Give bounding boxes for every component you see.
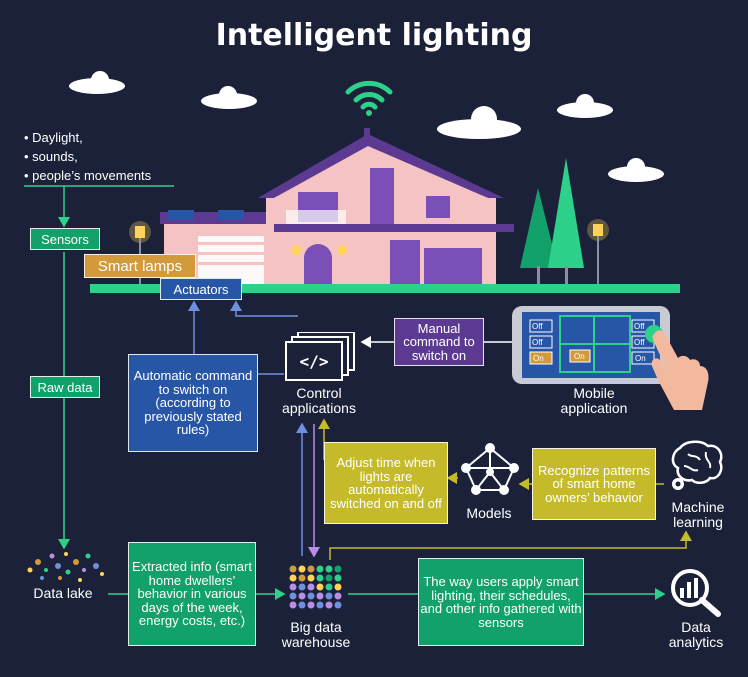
hand-icon <box>651 330 709 410</box>
code-windows-icon: </> <box>285 332 355 381</box>
dot-grid-icon <box>289 565 342 609</box>
control-icon-glyph: </> <box>300 352 329 371</box>
house-illustration <box>158 128 528 288</box>
extracted-info-box: Extracted info (smart home dwellers’ beh… <box>128 542 256 646</box>
users-apply-box: The way users apply smart lighting, thei… <box>418 558 584 646</box>
adjust-time-box: Adjust time when lights are automaticall… <box>324 442 448 524</box>
dots-cloud-icon <box>27 552 104 582</box>
ground-strip <box>90 284 680 293</box>
phone-switch-label: Off <box>634 322 645 331</box>
models-label: Models <box>466 505 512 521</box>
sensor-inputs-list: Daylight, sounds, people’s movements <box>24 128 194 185</box>
cloud-icon <box>69 71 125 94</box>
phone-switch-label: Off <box>532 322 543 331</box>
cloud-icon <box>437 106 521 139</box>
control-applications-label: Control applications <box>282 385 356 416</box>
data-lake-label: Data lake <box>33 585 93 601</box>
cloud-icon <box>557 94 613 118</box>
phone-switch-label: On <box>574 352 585 361</box>
phone-switch-label: On <box>635 354 646 363</box>
lamp-post-icon <box>587 219 609 288</box>
phone-switch-label: Off <box>634 338 645 347</box>
actuators-tag: Actuators <box>160 278 242 300</box>
automatic-command-box: Automatic command to switch on (accordin… <box>128 354 258 452</box>
mobile-application-label: Mobile application <box>560 385 628 416</box>
phone-switch-label: Off <box>532 338 543 347</box>
cloud-icon <box>201 86 257 109</box>
magnifier-chart-icon <box>671 569 721 617</box>
cloud-icon <box>608 158 664 182</box>
sensors-tag: Sensors <box>30 228 100 250</box>
phone-switch-label: On <box>533 354 544 363</box>
page-title: Intelligent lighting <box>215 18 533 53</box>
raw-data-tag: Raw data <box>30 376 100 398</box>
recognize-patterns-box: Recognize patterns of smart home owners’… <box>532 448 656 520</box>
wifi-icon <box>345 80 393 116</box>
manual-command-box: Manual command to switch on <box>394 318 484 366</box>
input-item: people’s movements <box>24 166 194 185</box>
input-item: Daylight, <box>24 128 194 147</box>
data-analytics-label: Data analytics <box>668 619 724 650</box>
smart-lamps-tag: Smart lamps <box>84 254 196 278</box>
brain-icon <box>671 440 723 490</box>
gear-icon <box>672 478 684 490</box>
big-data-warehouse-label: Big data warehouse <box>281 619 351 650</box>
machine-learning-label: Machine learning <box>671 499 725 530</box>
input-item: sounds, <box>24 147 194 166</box>
network-icon <box>461 443 519 495</box>
tree-icon <box>520 158 584 286</box>
phone-icon: Off Off On On Off Off On <box>512 306 670 384</box>
warehouse-to-ml-line <box>329 530 692 560</box>
